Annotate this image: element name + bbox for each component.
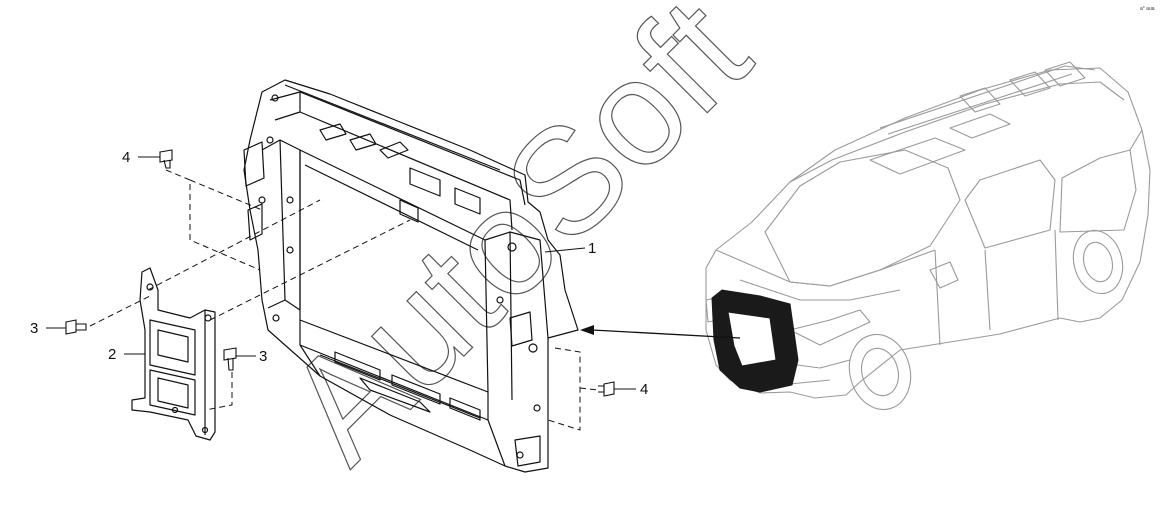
watermark: AutoSoft [253,0,780,493]
watermark-text: AutoSoft [254,0,780,493]
callout-4-upper: 4 [122,149,160,166]
radiator-support-carrier [243,79,579,473]
corner-mark: a° aua [1140,6,1155,12]
callout-1: 1 [544,240,596,257]
callout-4a-label: 4 [122,149,130,166]
callout-2: 2 [108,346,145,363]
bolt-4-upper [159,149,173,169]
side-bracket [131,267,216,441]
callout-1-label: 1 [588,240,596,257]
bolt-4-lower [598,381,615,397]
bolt-3-right [223,347,237,371]
callout-4b-label: 4 [640,381,648,398]
vehicle-carrier-highlight [711,289,799,393]
callout-3-left: 3 [30,320,66,337]
location-arrow [580,325,741,339]
callout-3b-label: 3 [259,348,267,365]
bolt-3-left [65,319,87,335]
vehicle-outline [705,61,1151,411]
assembly-lines [89,169,599,431]
callout-2-label: 2 [108,346,116,363]
callout-3a-label: 3 [30,320,38,337]
callout-4-lower: 4 [614,381,648,398]
callout-3-right: 3 [236,348,267,365]
